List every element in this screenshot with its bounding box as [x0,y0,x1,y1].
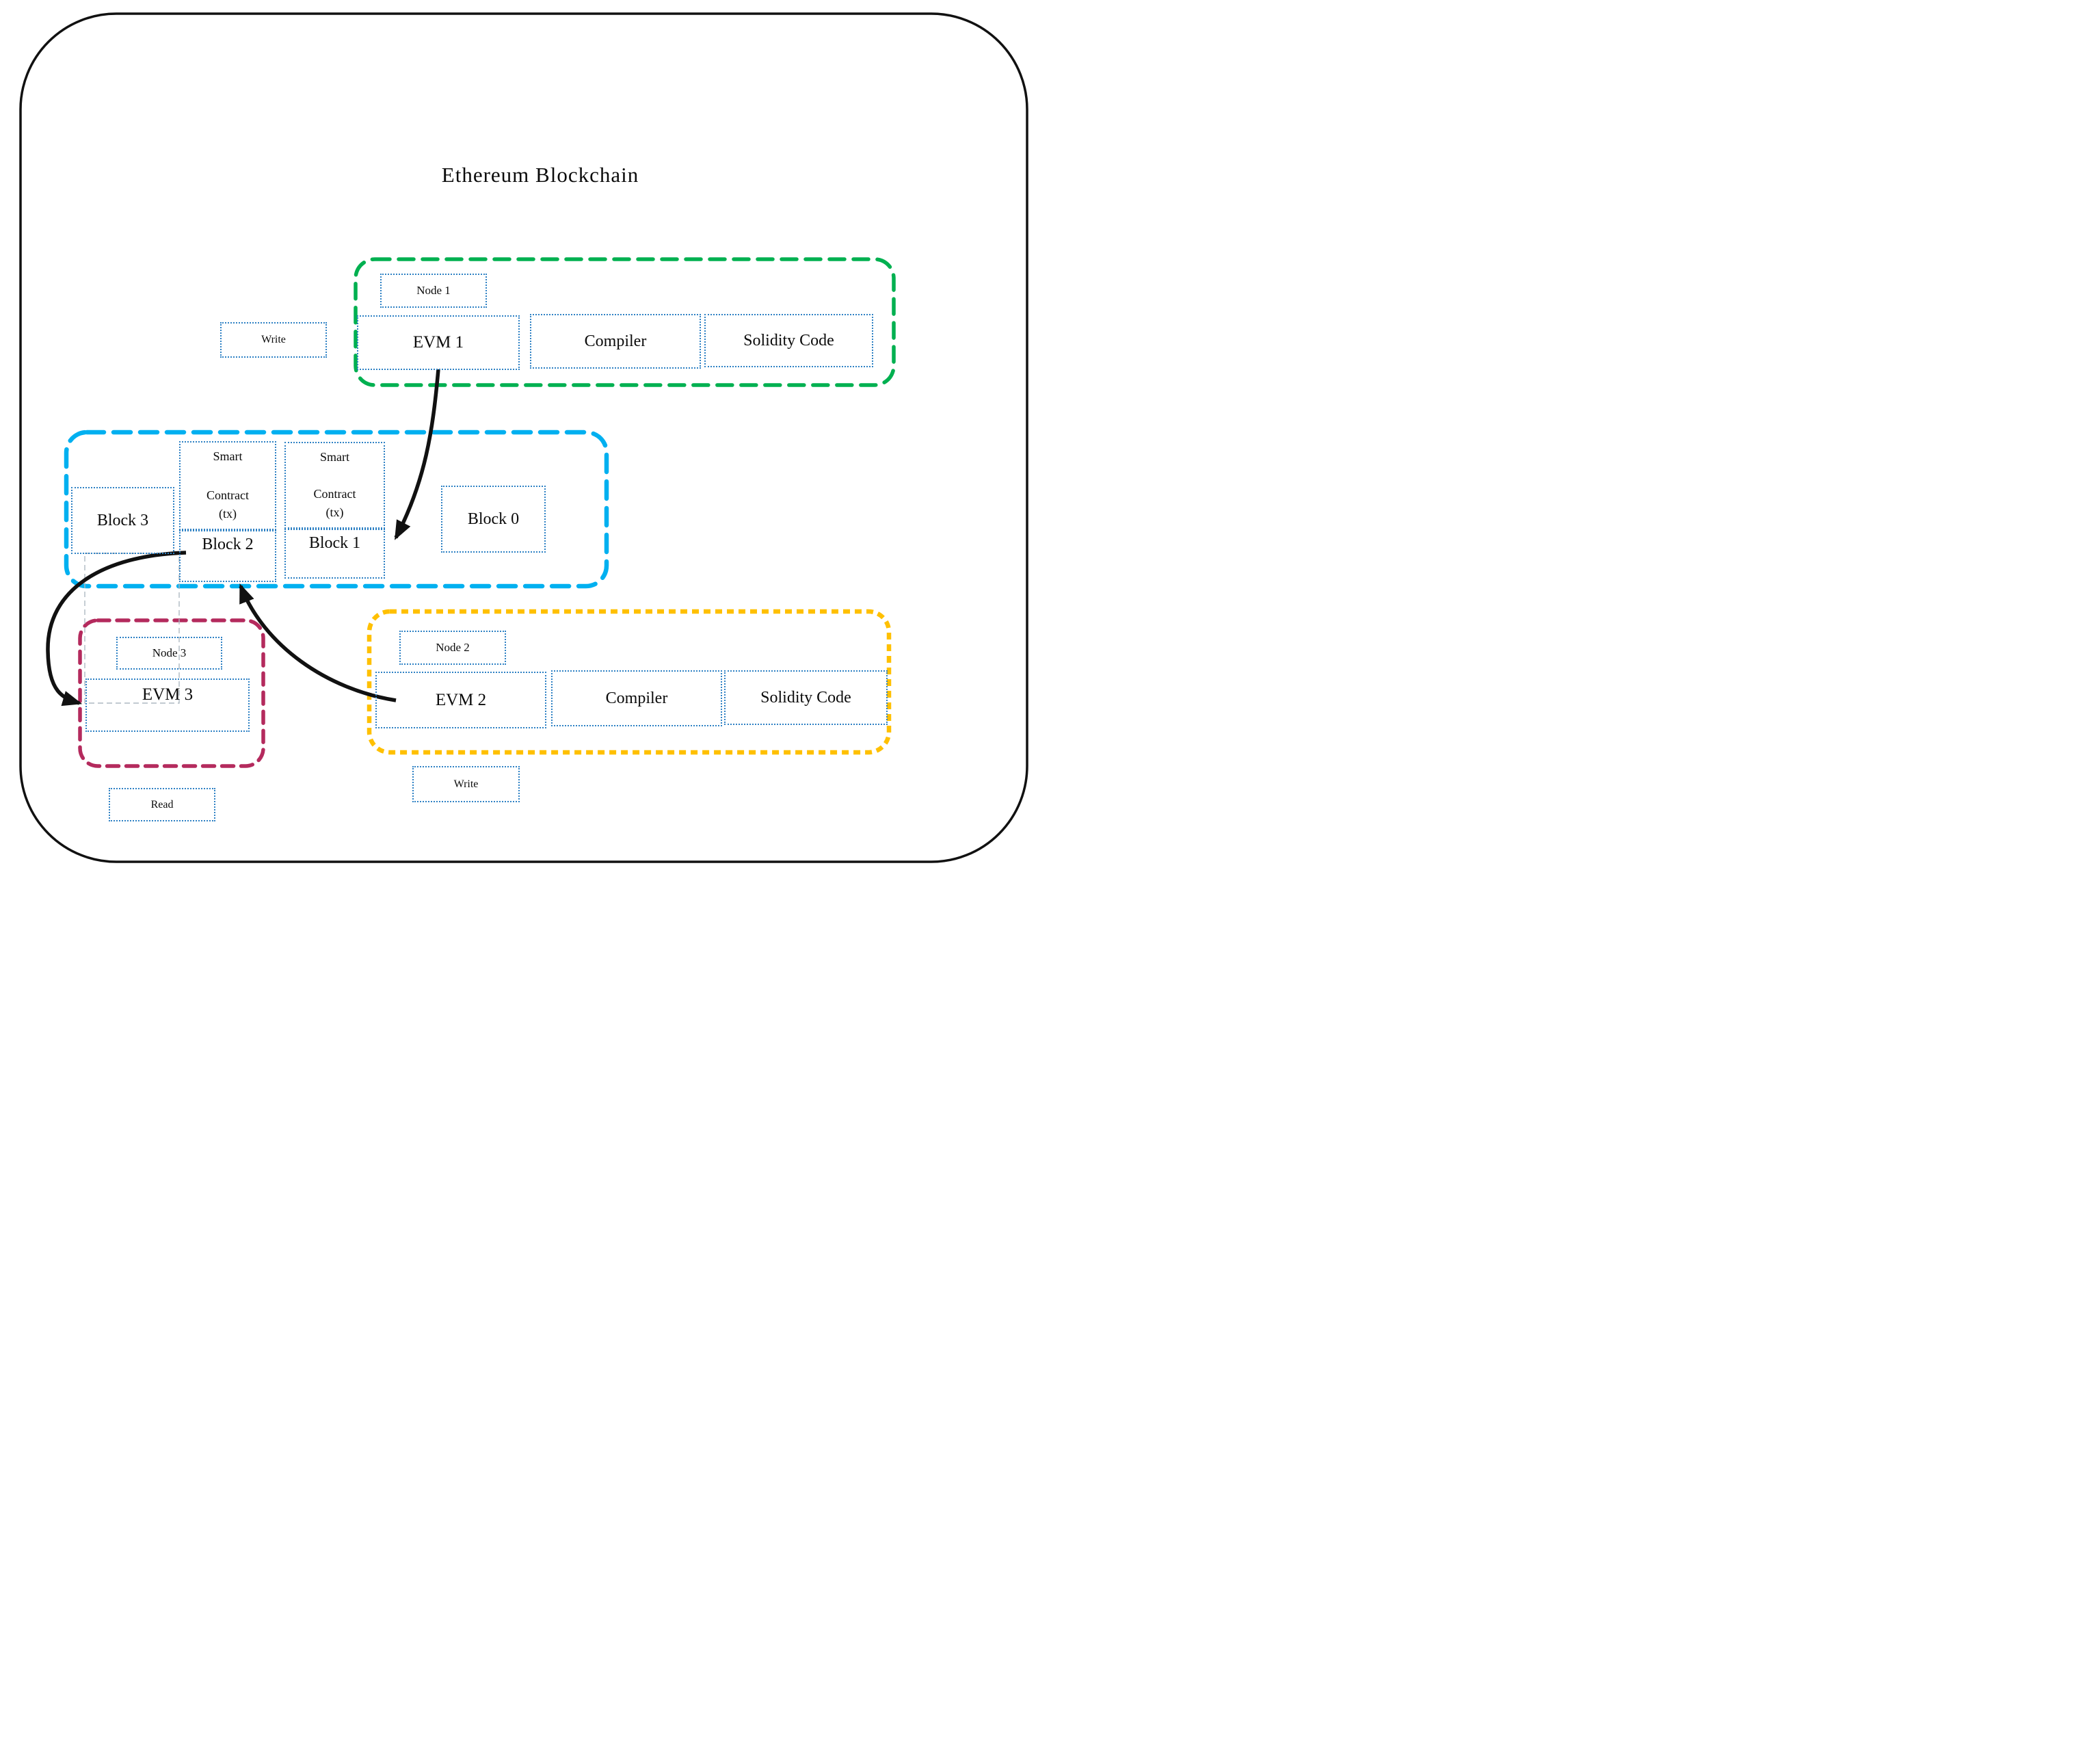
block3-box: Block 3 [71,487,174,554]
diagram-outlines-layer [19,12,1028,863]
arrow-evm1-to-block1 [394,369,440,540]
node1-compiler-box: Compiler [530,314,701,369]
read-label: Read [109,788,215,821]
diagram-title: Ethereum Blockchain [441,163,639,187]
arrow-block2-to-evm3 [46,551,187,707]
node1-container-outline [354,257,896,387]
node3-evm-box: EVM 3 [85,678,250,732]
arrow-evm2-to-block2 [239,583,397,702]
write-label-top: Write [220,322,327,358]
smart-contract-line1: Smart [320,450,349,464]
node2-container-outline [367,609,892,755]
smart-contract-line3: (tx) [218,507,237,520]
smart-contract-lines: Contract (tx) [314,485,356,522]
node1-solidity-code-box: Solidity Code [704,314,873,367]
write-label-bottom: Write [412,766,520,802]
node2-evm-box: EVM 2 [375,672,546,728]
node1-label-box: Node 1 [380,274,487,308]
node2-label-box: Node 2 [399,631,506,665]
block2-box: Block 2 [179,530,276,582]
ethereum-blockchain-diagram: Ethereum Blockchain Node 1 EVM 1 Compile… [0,0,1050,877]
block0-box: Block 0 [441,486,546,553]
node1-evm-box: EVM 1 [357,315,520,370]
smart-contract-line1: Smart [213,449,243,463]
smart-contract-tx-box-2: Smart Contract (tx) [284,442,385,529]
node2-solidity-code-box: Solidity Code [724,670,888,725]
smart-contract-line2: Contract [313,487,356,501]
block1-box: Block 1 [284,529,385,579]
outer-border [19,12,1028,863]
smart-contract-tx-box-1: Smart Contract (tx) [179,441,276,530]
node2-compiler-box: Compiler [551,670,722,726]
smart-contract-line2: Contract [207,488,249,502]
node3-label-box: Node 3 [116,637,222,670]
smart-contract-lines: Contract (tx) [207,486,249,523]
smart-contract-line3: (tx) [325,505,344,519]
blockchain-container-outline [64,430,609,589]
